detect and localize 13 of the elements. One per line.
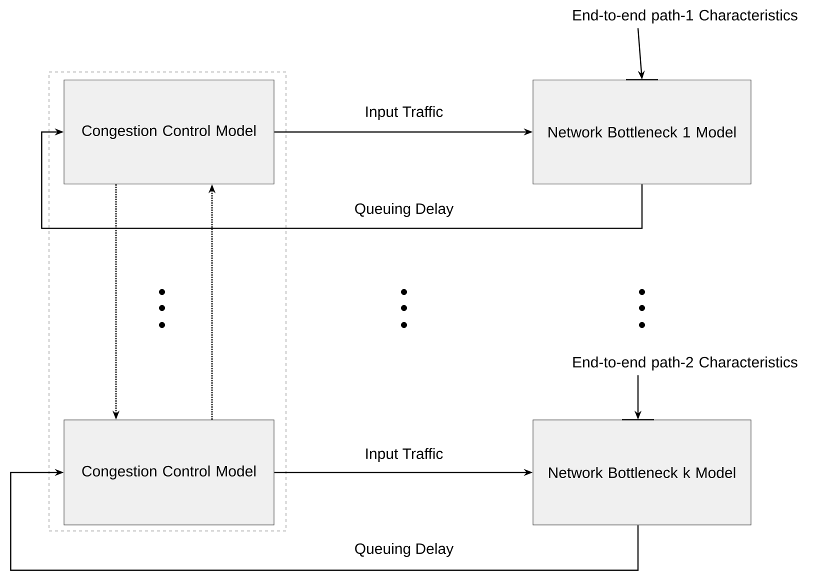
edge-label: Queuing Delay — [353, 542, 455, 558]
arrow — [41, 128, 643, 229]
process-box: Congestion Control Model — [64, 80, 274, 184]
process-box: Network Bottleneck k Model — [532, 420, 752, 526]
process-box: Network Bottleneck 1 Model — [532, 80, 752, 184]
process-box: Congestion Control Model — [64, 420, 274, 526]
group-frame — [48, 72, 286, 532]
arrow — [10, 468, 639, 571]
edge-label: Queuing Delay — [353, 202, 455, 218]
annotation-text: End-to-end path-1 Characteristics — [573, 10, 798, 24]
annotation-text: End-to-end path-2 Characteristics — [573, 356, 798, 370]
edge-label: Input Traffic — [364, 105, 444, 121]
edge-label: Input Traffic — [364, 447, 444, 463]
